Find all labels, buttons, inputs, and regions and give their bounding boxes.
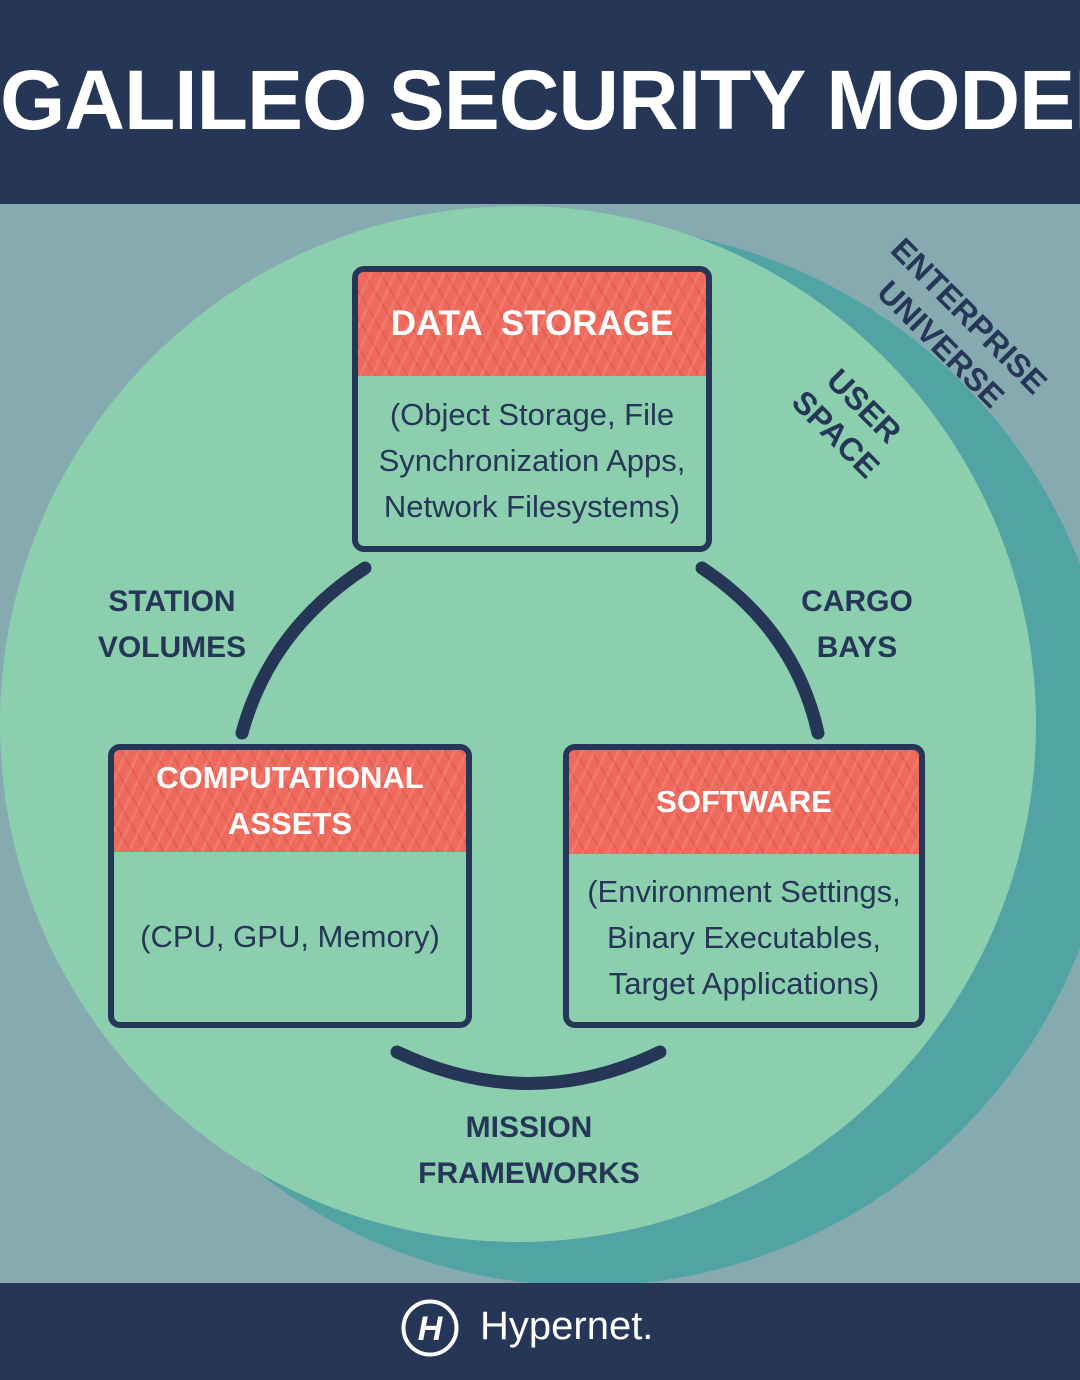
- arrow-station-volumes: [235, 561, 372, 740]
- cargo-bays-line-1: CARGO: [801, 585, 913, 618]
- data-storage-body-line-3: Network Filesystems): [383, 489, 681, 524]
- data-storage-body: (Object Storage, File Synchronization Ap…: [358, 376, 706, 546]
- software-body: (Environment Settings, Binary Executable…: [569, 854, 919, 1022]
- computational-assets-title-line-1: COMPUTATIONAL: [156, 760, 424, 795]
- data-storage-body-line-1: (Object Storage, File: [389, 397, 675, 432]
- header-bar: [0, 0, 1080, 204]
- station-volumes-line-1: STATION: [108, 585, 236, 618]
- software-body-line-2: Binary Executables,: [607, 920, 881, 955]
- page-title: GALILEO SECURITY MODEL: [0, 53, 1080, 147]
- computational-assets-body-text: (CPU, GPU, Memory): [140, 919, 440, 954]
- hypernet-logo-icon: H: [401, 1299, 459, 1357]
- station-volumes-label: STATION VOLUMES: [72, 579, 272, 671]
- arrow-mission-frameworks: [390, 1045, 667, 1090]
- data-storage-body-line-2: Synchronization Apps,: [378, 443, 686, 478]
- data-storage-header: DATA STORAGE: [358, 272, 706, 376]
- computational-assets-title-line-2: ASSETS: [227, 806, 353, 841]
- computational-assets-body: (CPU, GPU, Memory): [114, 852, 466, 1022]
- footer-bar: [0, 1283, 1080, 1380]
- mission-frameworks-label: MISSION FRAMEWORKS: [379, 1105, 679, 1197]
- mission-frameworks-line-1: MISSION: [465, 1111, 593, 1144]
- logo-letter: H: [418, 1310, 444, 1348]
- cargo-bays-line-2: BAYS: [816, 631, 898, 664]
- software-header: SOFTWARE: [569, 750, 919, 854]
- software-title: SOFTWARE: [656, 784, 832, 819]
- cargo-bays-label: CARGO BAYS: [777, 579, 937, 671]
- brand-name: Hypernet.: [480, 1304, 654, 1348]
- station-volumes-line-2: VOLUMES: [97, 631, 247, 664]
- software-body-line-1: (Environment Settings,: [587, 874, 901, 909]
- arrow-cargo-bays: [695, 561, 825, 740]
- mission-frameworks-line-2: FRAMEWORKS: [418, 1157, 640, 1190]
- software-body-line-3: Target Applications): [608, 966, 880, 1001]
- data-storage-node: DATA STORAGE (Object Storage, File Synch…: [352, 266, 712, 552]
- computational-assets-header: COMPUTATIONAL ASSETS: [114, 750, 466, 852]
- data-storage-title: DATA STORAGE: [390, 304, 674, 343]
- computational-assets-node: COMPUTATIONAL ASSETS (CPU, GPU, Memory): [108, 744, 472, 1028]
- software-node: SOFTWARE (Environment Settings, Binary E…: [563, 744, 925, 1028]
